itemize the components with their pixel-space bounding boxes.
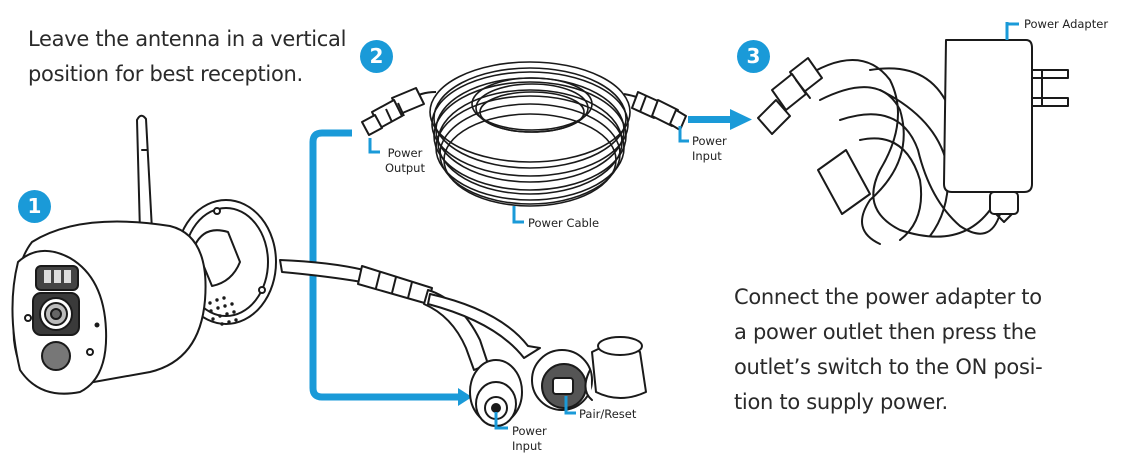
antenna-instruction-line: Leave the antenna in a vertical — [28, 27, 347, 51]
label-pair-reset: Pair/Reset — [579, 407, 637, 421]
camera-pigtail-cable — [279, 259, 647, 427]
adapter-instruction-line: Connect the power adapter to — [734, 285, 1042, 309]
label-power-cable: Power Cable — [528, 216, 600, 230]
step-badge-2: 2 — [360, 40, 393, 73]
label-leaders — [368, 22, 1019, 430]
label-line: Input — [692, 149, 722, 163]
label-power-input-cable: Power Input — [692, 134, 727, 164]
power-output-connector — [361, 87, 425, 136]
power-input-connector — [631, 91, 687, 131]
antenna-instruction: Leave the antenna in a vertical position… — [28, 22, 346, 92]
antenna-instruction-line: position for best reception. — [28, 62, 303, 86]
step-badge-3: 3 — [737, 40, 770, 73]
label-line: Output — [385, 161, 425, 175]
label-line: Input — [512, 439, 542, 453]
adapter-instruction-line: outlet’s switch to the ON posi- — [734, 355, 1043, 379]
label-power-input-camera: Power Input — [512, 424, 547, 454]
arrow-icon — [688, 109, 752, 130]
label-line: Power — [692, 134, 727, 148]
adapter-instruction-line: tion to supply power. — [734, 390, 948, 414]
power-adapter-illustration — [757, 39, 1069, 245]
coiled-power-cable-illustration — [409, 61, 645, 207]
adapter-instruction: Connect the power adapter to a power out… — [734, 280, 1043, 420]
label-line: Power — [387, 146, 423, 160]
label-power-adapter: Power Adapter — [1024, 17, 1109, 31]
label-power-output: Power Output — [385, 146, 425, 176]
bullet-camera-illustration — [11, 114, 277, 395]
step-badge-1: 1 — [18, 190, 51, 223]
adapter-instruction-line: a power outlet then press the — [734, 320, 1037, 344]
label-line: Power — [512, 424, 547, 438]
